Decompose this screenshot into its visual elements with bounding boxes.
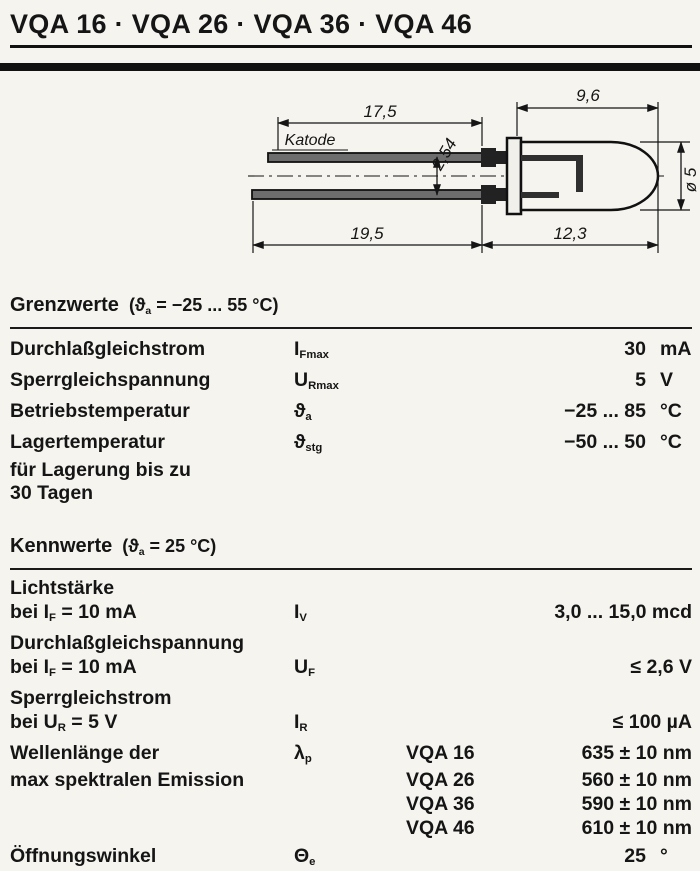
- led-dimension-drawing-svg: 17,5 9,6 Katode 2,54 19,5 12,3 ø 5: [248, 86, 700, 253]
- lead-tab: [496, 188, 508, 201]
- cathode-label: Katode: [285, 132, 336, 149]
- spec-row-sperrgleichspannung: Sperrgleichspannung URmax 5 V: [10, 366, 692, 397]
- spec-row-betriebstemperatur: Betriebstemperatur ϑa −25 ... 85 °C: [10, 397, 692, 428]
- param-value: ≤ 2,6 V: [630, 656, 692, 678]
- lead-tab: [496, 151, 508, 164]
- section-title: Kennwerte: [10, 535, 113, 557]
- section-divider: [10, 327, 692, 329]
- led-body: [519, 140, 660, 212]
- internal-post: [521, 155, 583, 161]
- param-label: Lichtstärke: [10, 577, 115, 599]
- param-value: 30: [624, 338, 646, 360]
- param-symbol: IR: [294, 711, 308, 735]
- param-unit: °C: [660, 400, 682, 422]
- param-symbol: ϑstg: [294, 431, 323, 455]
- param-symbol: Θe: [294, 845, 316, 869]
- variant-name: VQA 46: [406, 817, 475, 839]
- spec-group-wellenlaenge: Wellenlänge der λp VQA 16 635 ± 10 nm ma…: [10, 741, 692, 840]
- param-value: 25: [624, 845, 646, 867]
- grenzwerte-heading: Grenzwerte (ϑa = −25 ... 55 °C): [0, 292, 700, 322]
- param-label: Öffnungswinkel: [10, 845, 157, 867]
- param-symbol: ϑa: [294, 400, 312, 424]
- param-condition: bei UR = 5 V: [10, 711, 118, 735]
- cathode-lead: [251, 189, 483, 200]
- param-label: Wellenlänge der: [10, 742, 160, 764]
- param-symbol: IFmax: [294, 338, 329, 362]
- internal-chip: [576, 161, 583, 192]
- param-label: für Lagerung bis zu: [10, 459, 191, 481]
- lead-tab: [481, 148, 496, 167]
- led-flange: [505, 136, 523, 216]
- section-title: Grenzwerte: [10, 294, 119, 316]
- param-value: ≤ 100 µA: [612, 711, 692, 733]
- kennwerte-section: Kennwerte (ϑa = 25 °C) Lichtstärke bei IF…: [0, 533, 700, 871]
- param-label: max spektralen Emission: [10, 769, 245, 791]
- variant-name: VQA 16: [406, 742, 475, 764]
- page-title: VQA 16 · VQA 26 · VQA 36 · VQA 46: [10, 9, 473, 39]
- param-unit: V: [660, 369, 674, 391]
- dim-label-lead-top: 17,5: [363, 102, 397, 121]
- variant-value: 635 ± 10 nm: [581, 742, 692, 764]
- param-symbol: IV: [294, 601, 307, 625]
- spec-group-sperrgleichstrom: Sperrgleichstrom bei UR = 5 V IR ≤ 100 µ…: [10, 686, 692, 737]
- grenzwerte-section: Grenzwerte (ϑa = −25 ... 55 °C) Durchlaßg…: [0, 292, 700, 505]
- section-condition: (ϑa = 25 °C): [122, 536, 217, 558]
- dim-label-lead-bottom: 19,5: [350, 224, 384, 243]
- param-condition: bei IF = 10 mA: [10, 601, 137, 625]
- spec-group-oeffnungswinkel: Öffnungswinkel Θe 25 °: [10, 844, 692, 871]
- variant-name: VQA 36: [406, 793, 475, 815]
- param-unit: °C: [660, 431, 682, 453]
- spec-row-durchlassgleichstrom: Durchlaßgleichstrom IFmax 30 mA: [10, 335, 692, 366]
- param-unit: °: [660, 845, 668, 867]
- datasheet-page: VQA 16 · VQA 26 · VQA 36 · VQA 46: [0, 9, 700, 868]
- title-underline: [10, 45, 692, 48]
- variant-value: 590 ± 10 nm: [581, 793, 692, 815]
- param-unit: mA: [660, 338, 692, 360]
- param-label: Durchlaßgleichstrom: [10, 338, 206, 360]
- param-label: Sperrgleichspannung: [10, 369, 211, 391]
- spec-group-durchlassgleichspannung: Durchlaßgleichspannung bei IF = 10 mA UF…: [10, 631, 692, 682]
- param-label: Durchlaßgleichspannung: [10, 632, 245, 654]
- param-condition: bei IF = 10 mA: [10, 656, 137, 680]
- variant-value: 610 ± 10 nm: [581, 817, 692, 839]
- spec-group-lichtstaerke: Lichtstärke bei IF = 10 mA IV 3,0 ... 15…: [10, 576, 692, 627]
- dim-label-body-bottom: 12,3: [553, 224, 587, 243]
- param-symbol: λp: [294, 742, 312, 766]
- spec-row-lagertemperatur: Lagertemperatur ϑstg −50 ... 50 °C: [10, 428, 692, 459]
- dim-label-body-top: 9,6: [576, 86, 600, 105]
- kennwerte-heading: Kennwerte (ϑa = 25 °C): [0, 533, 700, 563]
- param-symbol: URmax: [294, 369, 339, 393]
- internal-post: [521, 192, 559, 198]
- param-value: 5: [635, 369, 646, 391]
- spec-row-continuation: für Lagerung bis zu: [10, 459, 692, 482]
- param-label: Betriebstemperatur: [10, 400, 190, 422]
- param-label: 30 Tagen: [10, 482, 94, 504]
- param-label: Sperrgleichstrom: [10, 687, 172, 709]
- lead-tab: [481, 185, 496, 204]
- param-symbol: UF: [294, 656, 315, 680]
- section-condition: (ϑa = −25 ... 55 °C): [128, 295, 279, 317]
- variant-name: VQA 26: [406, 769, 475, 791]
- param-value: 3,0 ... 15,0 mcd: [554, 601, 692, 623]
- dim-label-diameter: ø 5: [681, 167, 700, 192]
- dimension-drawing: 17,5 9,6 Katode 2,54 19,5 12,3 ø 5: [0, 83, 700, 280]
- param-label: Lagertemperatur: [10, 431, 165, 453]
- spec-row-continuation: 30 Tagen: [10, 482, 692, 505]
- param-value: −25 ... 85: [564, 400, 646, 422]
- variant-value: 560 ± 10 nm: [581, 769, 692, 791]
- param-value: −50 ... 50: [564, 431, 646, 453]
- section-divider: [10, 568, 692, 570]
- header-bar: [0, 63, 700, 71]
